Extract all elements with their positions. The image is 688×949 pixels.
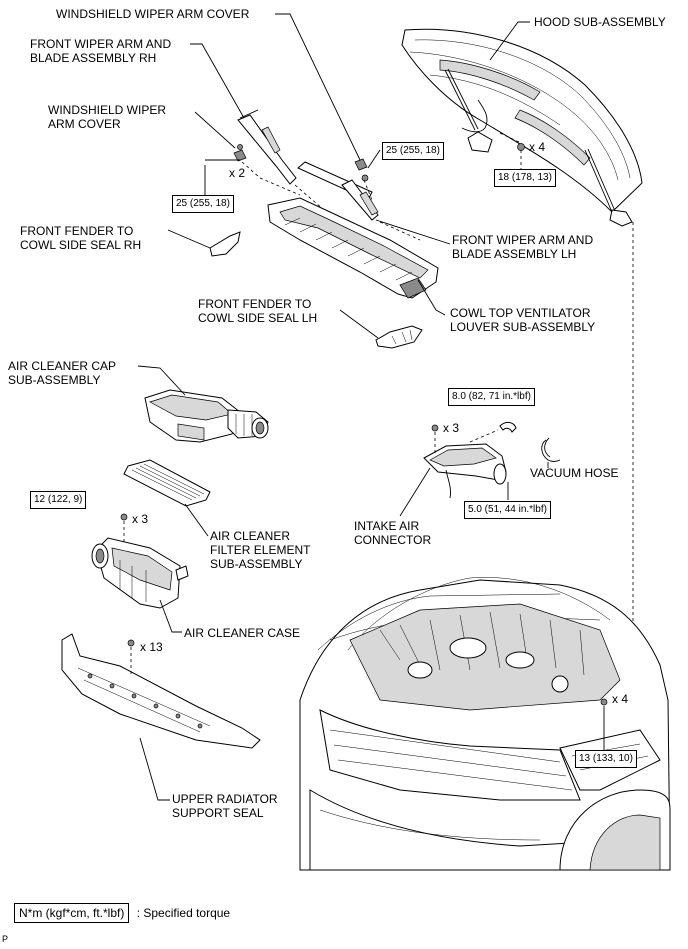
count-hinge-bolts: x 4 <box>612 692 629 706</box>
label-front-fender-seal-rh-line1: FRONT FENDER TO <box>20 224 134 238</box>
torque-legend-meaning: : Specified torque <box>136 906 231 920</box>
label-front-fender-seal-lh-line1: FRONT FENDER TO <box>198 297 312 311</box>
label-air-cleaner-cap: AIR CLEANER CAP SUB-ASSEMBLY <box>8 359 116 387</box>
label-windshield-wiper-arm-cover-left-line2: ARM COVER <box>48 117 121 131</box>
label-windshield-wiper-arm-cover-top: WINDSHIELD WIPER ARM COVER <box>56 7 250 21</box>
radiator-support-seal-drawing <box>61 633 261 801</box>
torque-legend-unit-box: N*m (kgf*cm, ft.*lbf) <box>14 903 130 923</box>
cowl-louver-drawing <box>267 197 446 316</box>
torque-box-wiper-lh: 25 (255, 18) <box>382 142 444 160</box>
count-intake-bolts: x 3 <box>443 421 460 435</box>
label-air-filter-line1: AIR CLEANER <box>210 529 291 543</box>
label-front-fender-seal-lh-line2: COWL SIDE SEAL LH <box>198 311 318 325</box>
label-windshield-wiper-arm-cover-left-line1: WINDSHIELD WIPER <box>48 103 167 117</box>
label-front-fender-seal-rh: FRONT FENDER TO COWL SIDE SEAL RH <box>20 224 141 252</box>
air-cleaner-case-drawing <box>91 513 189 633</box>
label-cowl-louver-line2: LOUVER SUB-ASSEMBLY <box>450 320 596 334</box>
wiper-assemblies-drawing <box>190 13 451 245</box>
label-air-cleaner-case: AIR CLEANER CASE <box>184 626 301 640</box>
fender-seals-drawing <box>167 229 423 349</box>
label-cowl-louver-line1: COWL TOP VENTILATOR <box>450 306 591 320</box>
label-intake-connector-line2: CONNECTOR <box>354 533 432 547</box>
label-upper-radiator-support-seal: UPPER RADIATOR SUPPORT SEAL <box>172 792 278 820</box>
hood-sub-assembly-drawing <box>401 21 643 696</box>
label-front-wiper-arm-lh: FRONT WIPER ARM AND BLADE ASSEMBLY LH <box>452 233 593 261</box>
label-front-wiper-arm-lh-line1: FRONT WIPER ARM AND <box>452 233 594 247</box>
label-air-cleaner-filter-element: AIR CLEANER FILTER ELEMENT SUB-ASSEMBLY <box>210 529 310 571</box>
torque-box-wiper-rh: 25 (255, 18) <box>172 195 234 213</box>
torque-box-hood-hinge: 13 (133, 10) <box>575 750 637 768</box>
label-hood-sub-assembly: HOOD SUB-ASSEMBLY <box>534 15 666 29</box>
count-wiper-nuts: x 2 <box>229 166 246 180</box>
count-seal-clips: x 13 <box>140 640 163 654</box>
intake-air-connector-drawing <box>399 421 561 517</box>
vehicle-front-drawing <box>299 577 671 871</box>
torque-box-intake-bolt: 8.0 (82, 71 in.*lbf) <box>448 388 535 406</box>
label-front-wiper-arm-rh: FRONT WIPER ARM AND BLADE ASSEMBLY RH <box>30 37 171 65</box>
label-air-filter-line2: FILTER ELEMENT <box>210 543 311 557</box>
torque-box-intake-clamp: 5.0 (51, 44 in.*lbf) <box>464 501 551 519</box>
label-intake-air-connector: INTAKE AIR CONNECTOR <box>354 519 431 547</box>
label-front-fender-seal-lh: FRONT FENDER TO COWL SIDE SEAL LH <box>198 297 317 325</box>
label-air-cleaner-cap-line2: SUB-ASSEMBLY <box>8 373 101 387</box>
label-intake-connector-line1: INTAKE AIR <box>354 519 420 533</box>
torque-box-hood: 18 (178, 13) <box>494 169 556 187</box>
label-radiator-seal-line2: SUPPORT SEAL <box>172 806 264 820</box>
air-cleaner-cap-drawing <box>137 365 269 443</box>
torque-box-air-cleaner-case: 12 (122, 9) <box>30 491 87 509</box>
label-front-wiper-arm-rh-line2: BLADE ASSEMBLY RH <box>30 51 157 65</box>
label-radiator-seal-line1: UPPER RADIATOR <box>172 792 278 806</box>
label-front-wiper-arm-rh-line1: FRONT WIPER ARM AND <box>30 37 172 51</box>
label-air-filter-line3: SUB-ASSEMBLY <box>210 557 303 571</box>
label-front-fender-seal-rh-line2: COWL SIDE SEAL RH <box>20 238 142 252</box>
label-windshield-wiper-arm-cover-left: WINDSHIELD WIPER ARM COVER <box>48 103 166 131</box>
corner-mark: P <box>2 934 9 944</box>
air-filter-element-drawing <box>123 459 211 537</box>
count-hood-bolts: x 4 <box>529 140 546 154</box>
torque-legend: N*m (kgf*cm, ft.*lbf) : Specified torque <box>14 903 230 923</box>
label-air-cleaner-cap-line1: AIR CLEANER CAP <box>8 359 117 373</box>
count-case-bolts: x 3 <box>132 512 149 526</box>
label-vacuum-hose: VACUUM HOSE <box>530 466 619 480</box>
label-front-wiper-arm-lh-line2: BLADE ASSEMBLY LH <box>452 247 577 261</box>
label-cowl-top-ventilator-louver: COWL TOP VENTILATOR LOUVER SUB-ASSEMBLY <box>450 306 595 334</box>
